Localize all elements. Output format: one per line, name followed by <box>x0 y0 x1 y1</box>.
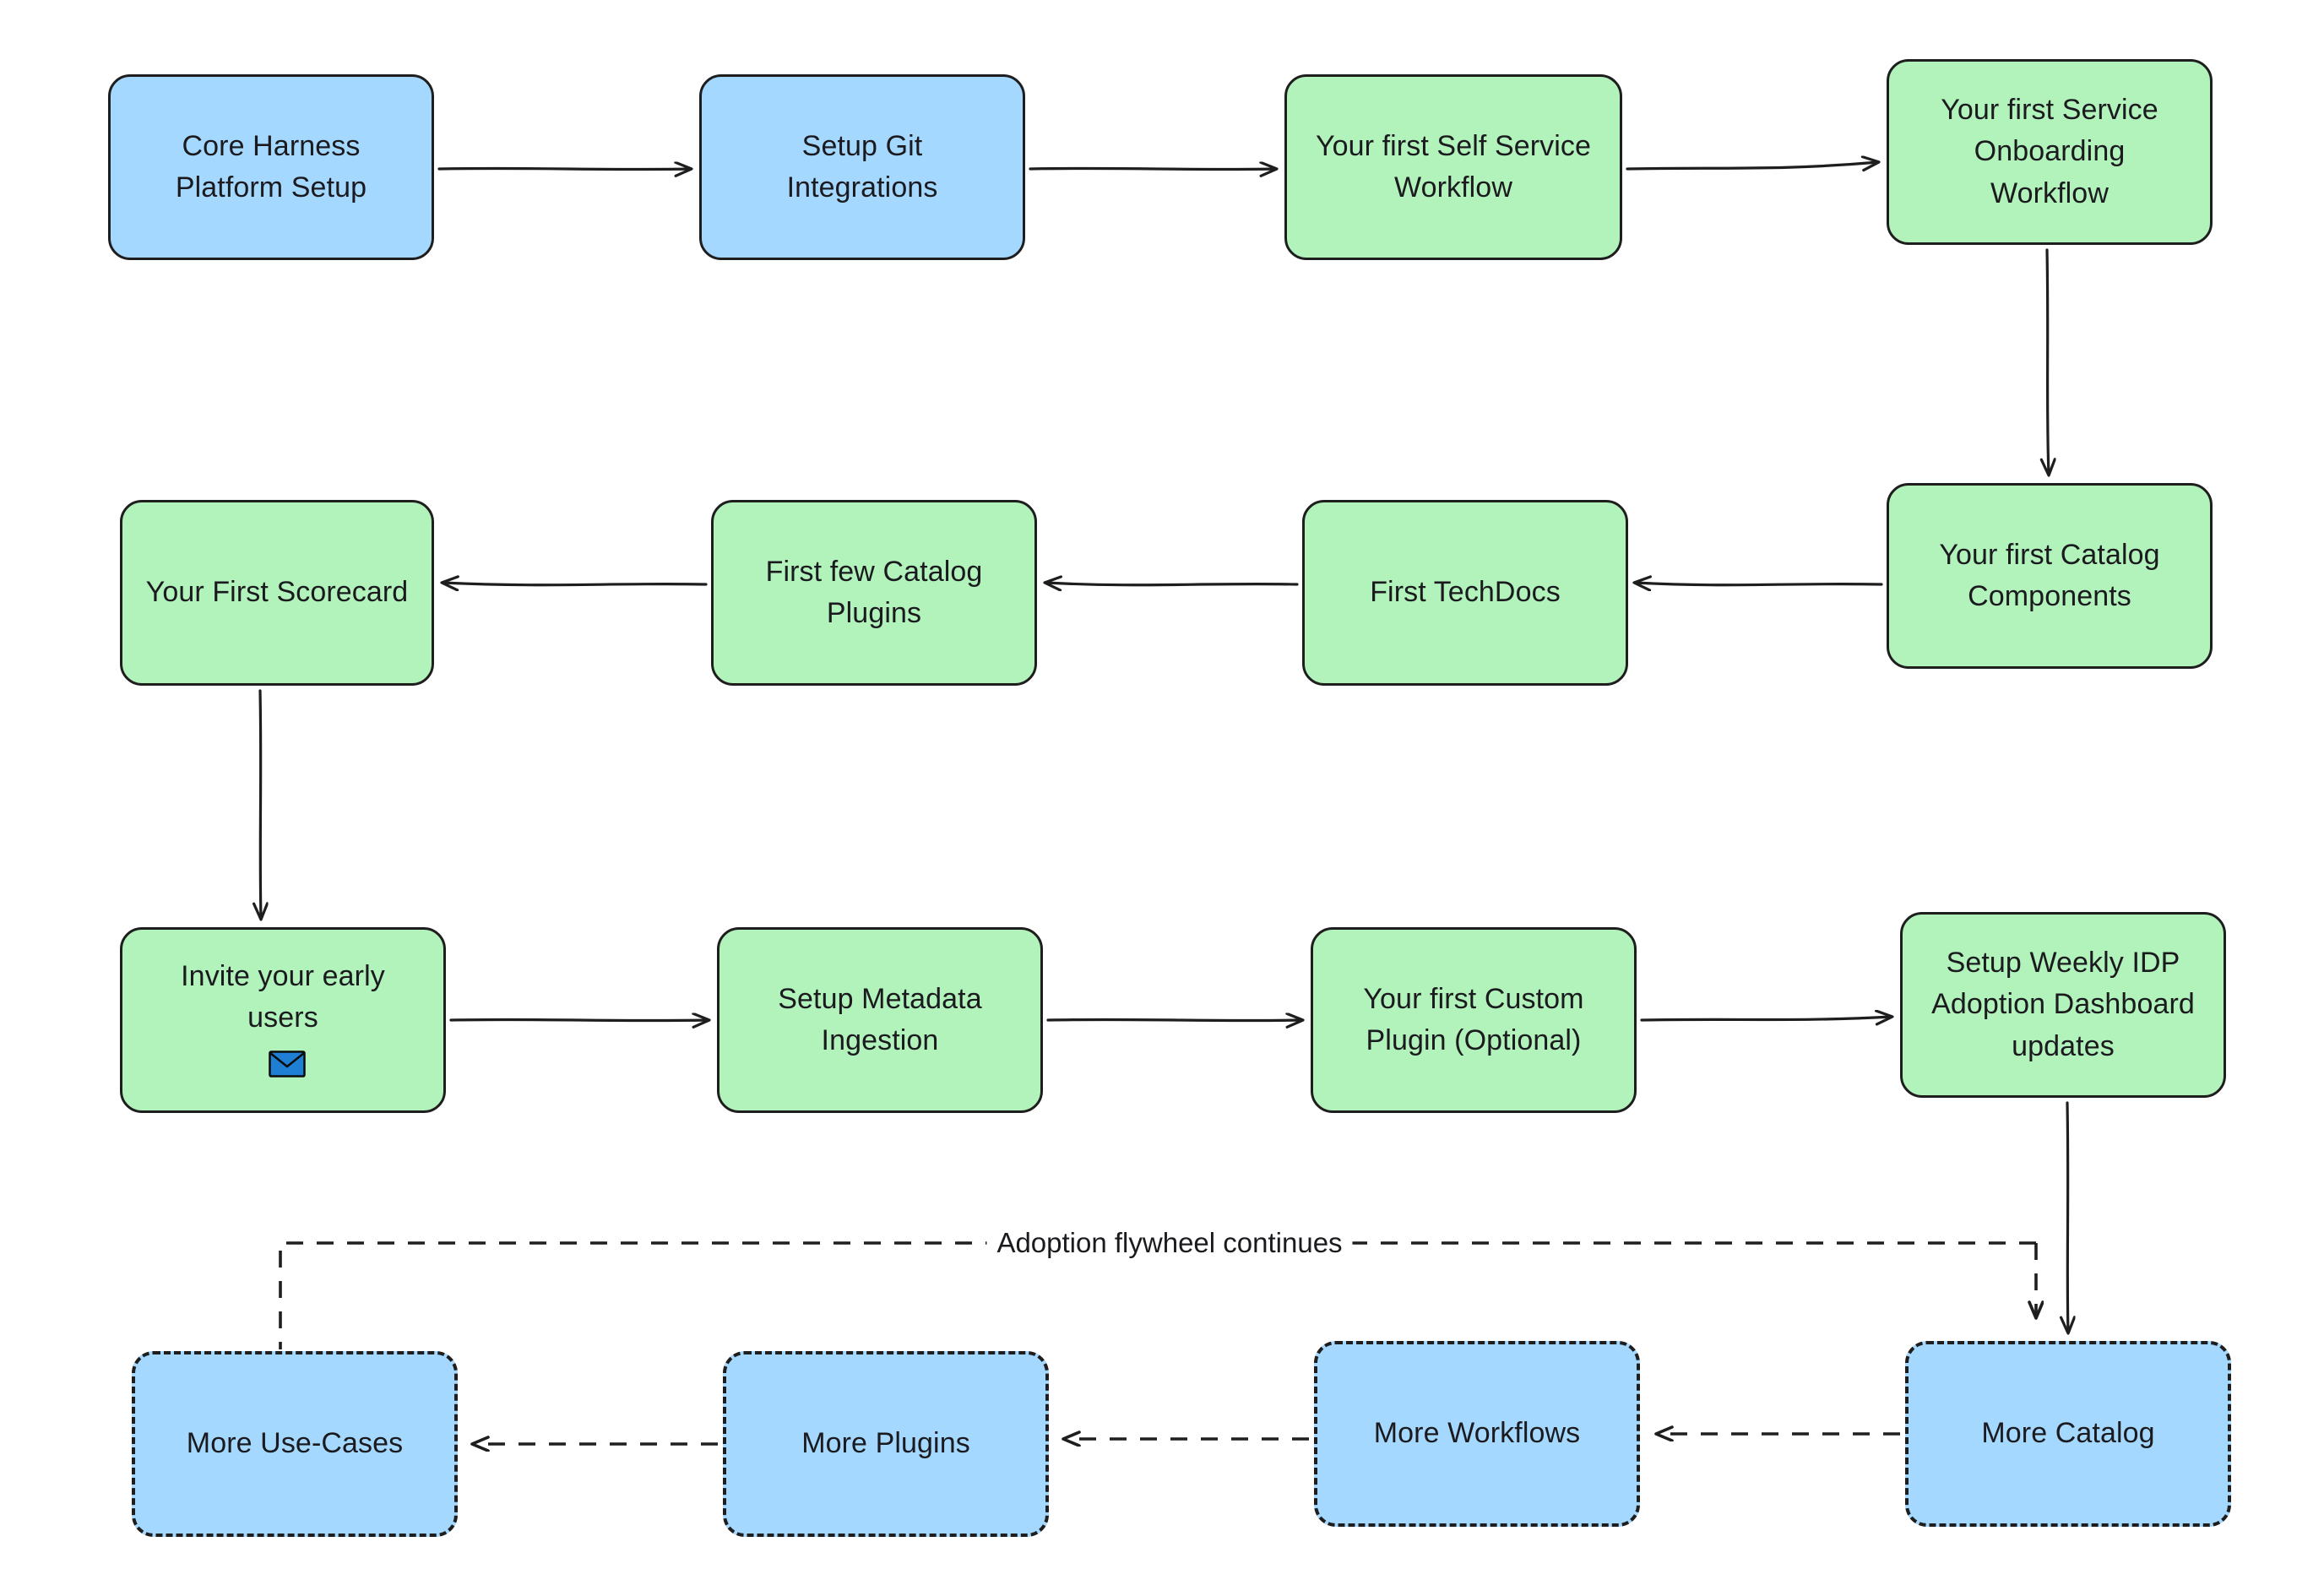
node-your-first-scorecard[interactable]: Your First Scorecard <box>120 500 434 686</box>
node-label: Your First Scorecard <box>145 576 409 609</box>
node-more-plugins[interactable]: More Plugins <box>723 1351 1049 1537</box>
edge-core-to-git <box>437 168 691 169</box>
node-label: Your first Self Service Workflow <box>1315 129 1592 204</box>
node-your-first-service-onboarding-workflow[interactable]: Your first Service Onboarding Workflow <box>1887 59 2213 245</box>
node-label: Setup Metadata Ingestion <box>778 982 982 1056</box>
node-label: More Plugins <box>801 1427 970 1460</box>
node-label: First few Catalog Plugins <box>765 555 983 629</box>
edge-onboarding-to-catalogcomponents <box>2047 248 2049 475</box>
node-more-use-cases[interactable]: More Use-Cases <box>132 1351 458 1537</box>
node-first-few-catalog-plugins[interactable]: First few Catalog Plugins <box>711 500 1037 686</box>
node-your-first-custom-plugin-optional[interactable]: Your first Custom Plugin (Optional) <box>1311 927 1637 1113</box>
node-setup-git-integrations[interactable]: Setup Git Integrations <box>699 74 1025 260</box>
node-label: Setup Git Integrations <box>786 129 938 204</box>
edge-weeklyidp-to-morecatalog <box>2067 1101 2068 1333</box>
node-label-wrap: Invite your early users <box>181 956 385 1084</box>
edge-git-to-selfservice <box>1029 168 1276 169</box>
node-label: More Workflows <box>1373 1417 1581 1450</box>
node-core-harness-platform-setup[interactable]: Core Harness Platform Setup <box>108 74 434 260</box>
edge-label-adoption-flywheel-continues: Adoption flywheel continues <box>986 1225 1353 1261</box>
edge-selfservice-to-onboarding <box>1626 162 1878 169</box>
node-label: More Catalog <box>1981 1417 2155 1450</box>
node-label: Your first Catalog Components <box>1939 538 2160 612</box>
node-label: Invite your early users <box>181 960 385 1034</box>
envelope-icon <box>269 1045 306 1079</box>
node-label: Core Harness Platform Setup <box>175 129 367 204</box>
node-more-catalog[interactable]: More Catalog <box>1905 1341 2231 1527</box>
node-label: Your first Service Onboarding Workflow <box>1941 94 2158 209</box>
edge-catalogplugins-to-scorecard <box>443 583 708 585</box>
edge-techdocs-to-catalogplugins <box>1045 583 1299 585</box>
edge-scorecard-to-invite <box>260 689 261 919</box>
node-first-techdocs[interactable]: First TechDocs <box>1302 500 1628 686</box>
node-invite-your-early-users[interactable]: Invite your early users <box>120 927 446 1113</box>
node-label: Your first Custom Plugin (Optional) <box>1363 982 1584 1056</box>
node-label: More Use-Cases <box>186 1427 404 1460</box>
edge-metadata-to-customplugin <box>1046 1019 1302 1020</box>
node-setup-weekly-idp-adoption-dashboard-updates[interactable]: Setup Weekly IDP Adoption Dashboard upda… <box>1900 912 2226 1098</box>
node-your-first-self-service-workflow[interactable]: Your first Self Service Workflow <box>1284 74 1622 260</box>
node-your-first-catalog-components[interactable]: Your first Catalog Components <box>1887 483 2213 669</box>
edge-customplugin-to-weeklyidp <box>1640 1017 1892 1020</box>
node-label: Setup Weekly IDP Adoption Dashboard upda… <box>1931 947 2195 1062</box>
edge-invite-to-metadata <box>449 1019 709 1020</box>
node-setup-metadata-ingestion[interactable]: Setup Metadata Ingestion <box>717 927 1043 1113</box>
edge-catalogcomponents-to-techdocs <box>1635 583 1883 585</box>
node-label: First TechDocs <box>1370 576 1561 609</box>
node-more-workflows[interactable]: More Workflows <box>1314 1341 1640 1527</box>
